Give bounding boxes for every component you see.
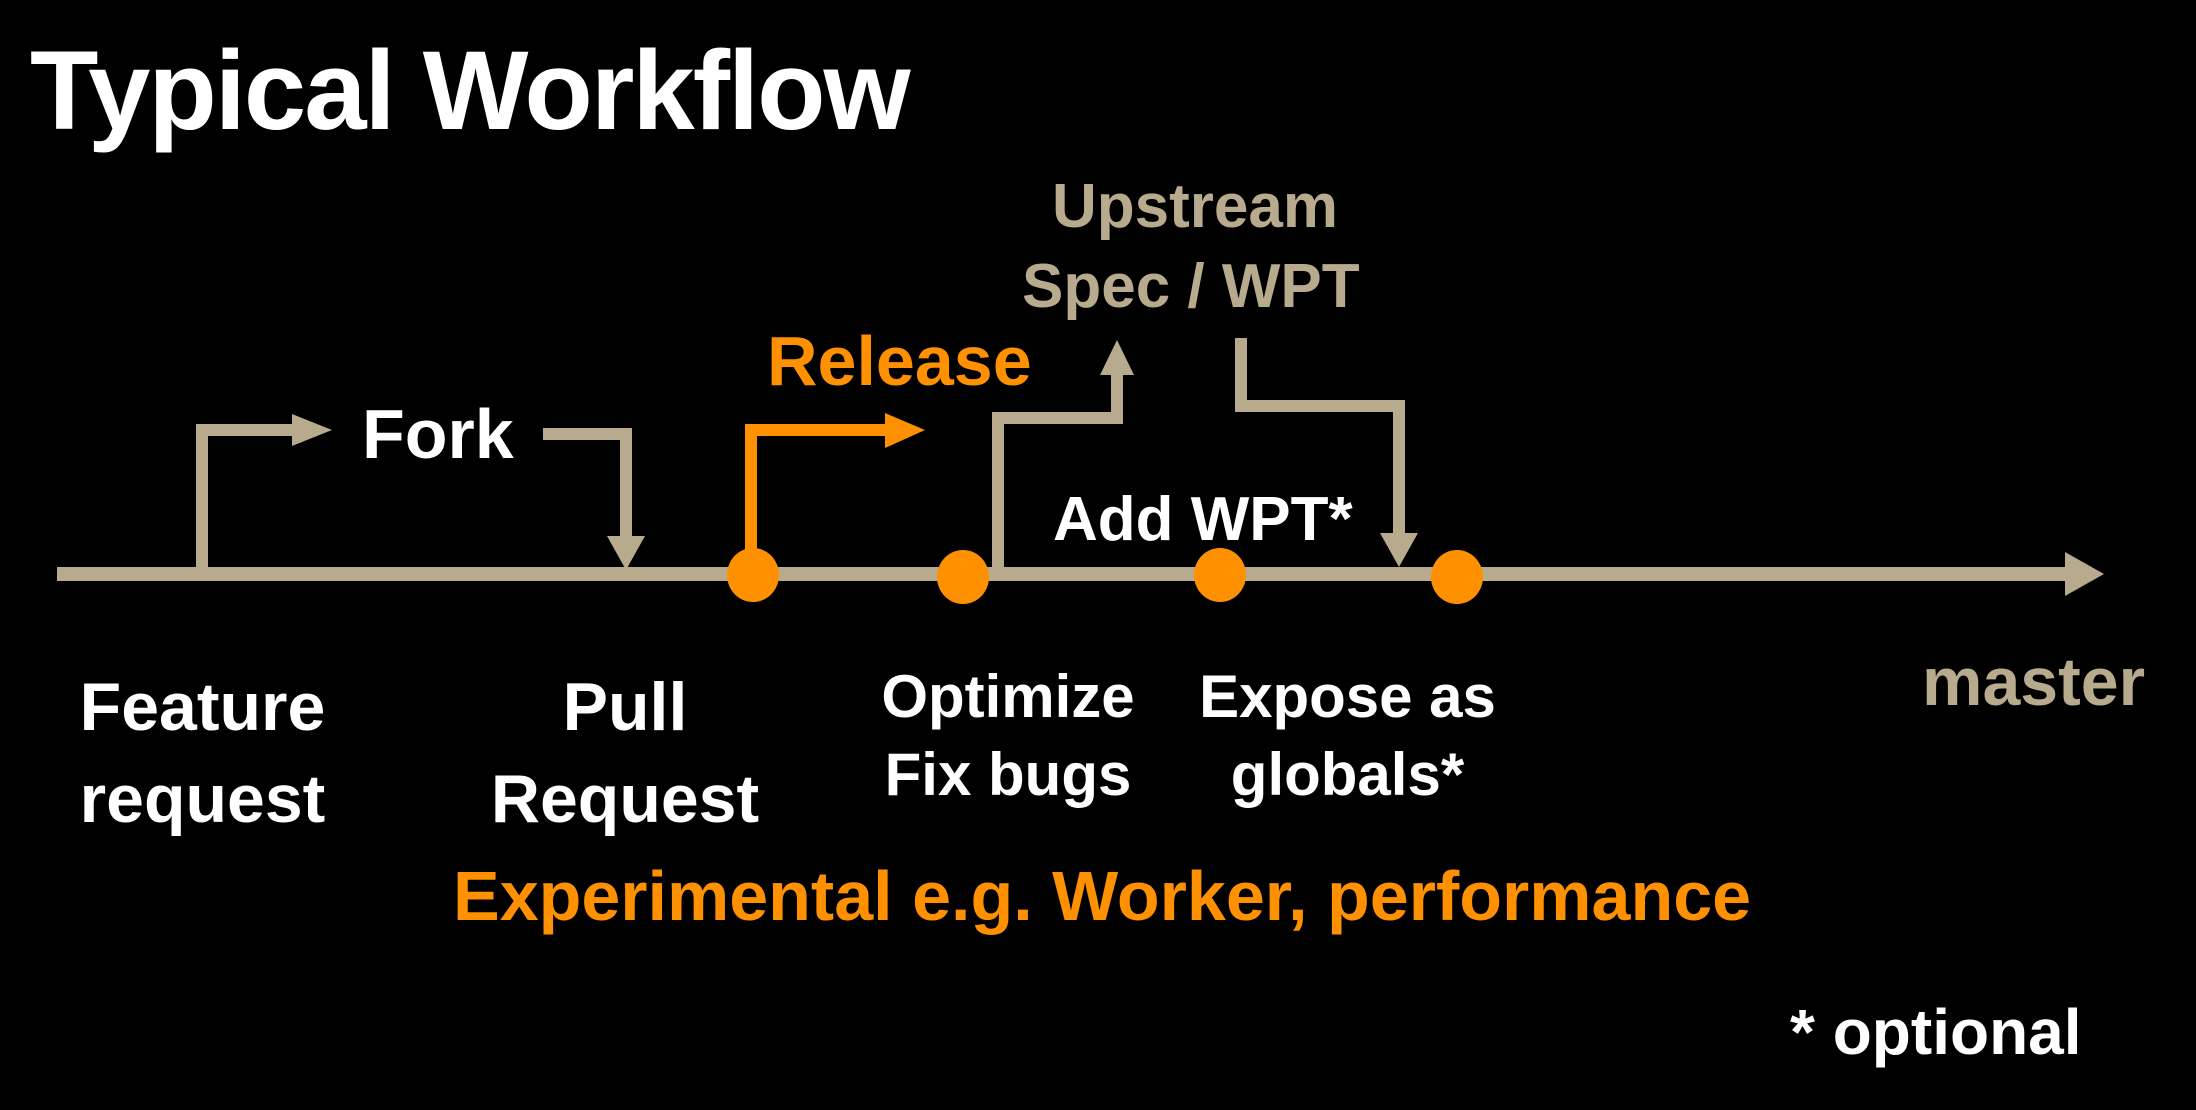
page-title: Typical Workflow <box>30 28 911 153</box>
master-branch-label: master <box>1922 644 2146 720</box>
step-expose: Expose as globals* <box>1190 658 1505 814</box>
fork-out-arrow <box>196 414 332 574</box>
release-arrow <box>745 413 925 574</box>
fork-merge-arrow <box>543 428 645 570</box>
commit-dot-optimize <box>937 550 989 604</box>
add-wpt-label: Add WPT* <box>1053 485 1353 554</box>
upstream-out-arrow <box>992 340 1134 574</box>
experimental-note: Experimental e.g. Worker, performance <box>453 857 1752 935</box>
master-branch-line <box>57 552 2104 596</box>
step-optimize: Optimize Fix bugs <box>868 658 1148 814</box>
upstream-label: Upstream <box>1052 172 1338 241</box>
step-label: globals* <box>1230 741 1465 808</box>
upstream-spec-label: Spec / WPT <box>1022 252 1360 321</box>
commit-dot-add-wpt <box>1194 548 1246 602</box>
step-label: Feature <box>79 669 326 745</box>
upstream-return-arrow <box>1235 338 1418 567</box>
footnote: * optional <box>1790 996 2082 1068</box>
step-feature-request: Feature request <box>70 662 335 846</box>
commit-dot-release <box>727 548 779 602</box>
master-arrowhead-icon <box>2065 552 2104 596</box>
step-pull-request: Pull Request <box>480 662 770 846</box>
fork-label: Fork <box>362 395 514 473</box>
release-label: Release <box>767 322 1032 400</box>
step-label: Expose as <box>1199 663 1496 730</box>
step-label: request <box>79 760 326 837</box>
commit-dot-expose <box>1431 550 1483 604</box>
step-label: Pull <box>562 669 688 745</box>
step-label: Request <box>490 760 760 837</box>
step-label: Fix bugs <box>884 741 1132 808</box>
step-label: Optimize <box>881 663 1135 730</box>
